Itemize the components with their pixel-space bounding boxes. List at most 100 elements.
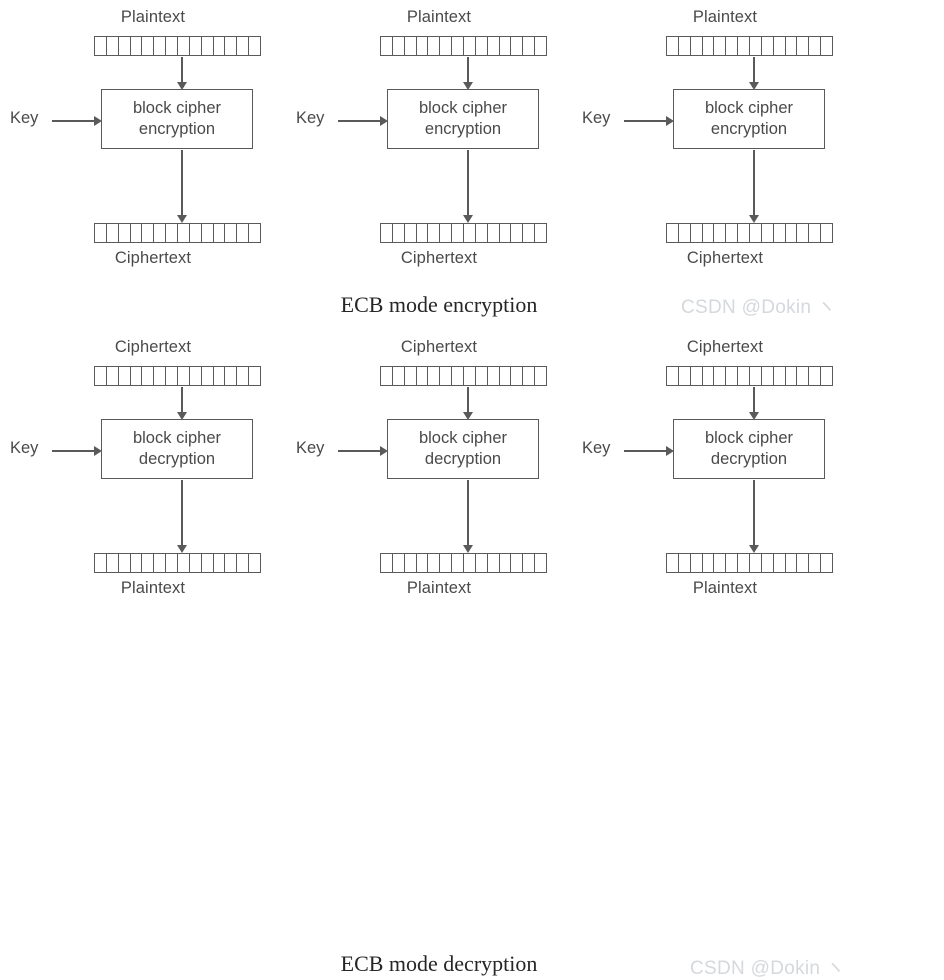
arrow-head — [748, 82, 759, 90]
block-cell — [107, 554, 119, 572]
block-cell — [738, 367, 751, 385]
block-cell — [154, 554, 167, 572]
arrow-head — [176, 412, 187, 420]
arrow-head — [666, 446, 674, 456]
block-cell — [440, 367, 453, 385]
block-cell — [476, 554, 488, 572]
block-cell — [750, 554, 762, 572]
block-cell — [142, 554, 155, 572]
block-cell — [821, 224, 832, 242]
block-cell — [214, 224, 226, 242]
block-cell — [417, 367, 429, 385]
block-cipher-box: block cipher decryption — [101, 419, 253, 479]
block-cell — [237, 224, 250, 242]
block-cell — [738, 554, 751, 572]
arrow-shaft — [753, 387, 755, 413]
input-label: Ciphertext — [686, 338, 764, 356]
arrow-shaft — [624, 450, 666, 452]
block-cell — [440, 554, 453, 572]
plaintext-block-strip — [380, 36, 547, 56]
block-cell — [142, 367, 155, 385]
encryption-pipeline-3: Plaintext Key block cipher — [580, 0, 870, 285]
block-cell — [476, 367, 488, 385]
input-label: Plaintext — [406, 8, 472, 26]
ciphertext-block-strip — [666, 223, 833, 243]
block-cell — [119, 224, 131, 242]
block-cell — [142, 37, 155, 55]
key-label: Key — [296, 439, 325, 457]
cipher-box-line-1: block cipher — [418, 429, 508, 448]
block-cell — [166, 367, 179, 385]
arrow-head — [462, 215, 473, 223]
block-cell — [703, 224, 715, 242]
arrow-head — [748, 545, 759, 553]
block-cell — [202, 554, 214, 572]
output-label: Plaintext — [120, 579, 186, 597]
block-cell — [119, 37, 131, 55]
watermark-bottom: CSDN @Dokin ヽ — [690, 958, 846, 979]
block-cell — [214, 37, 226, 55]
block-cell — [691, 224, 703, 242]
arrow-down-to-cipher-icon — [462, 57, 474, 90]
block-cipher-box: block cipher decryption — [673, 419, 825, 479]
caption-text: ECB mode encryption — [340, 292, 538, 317]
block-cell — [774, 37, 786, 55]
block-cell — [178, 367, 190, 385]
block-cell — [809, 37, 822, 55]
block-cell — [762, 367, 774, 385]
arrow-head — [666, 116, 674, 126]
arrow-shaft — [467, 387, 469, 413]
arrow-down-to-output-icon — [462, 150, 474, 224]
key-label: Key — [582, 109, 611, 127]
block-cell — [131, 224, 143, 242]
ciphertext-block-strip — [380, 223, 547, 243]
cipher-box-line-2: decryption — [710, 450, 788, 468]
block-cell — [131, 554, 143, 572]
block-cell — [714, 37, 727, 55]
block-cell — [225, 224, 238, 242]
block-cell — [488, 554, 500, 572]
block-cell — [405, 367, 417, 385]
block-cell — [679, 37, 691, 55]
block-cell — [774, 224, 786, 242]
block-cell — [786, 367, 798, 385]
cipher-box-line-1: block cipher — [132, 429, 222, 448]
key-label: Key — [296, 109, 325, 127]
block-cell — [440, 37, 453, 55]
block-cell — [762, 554, 774, 572]
block-cell — [738, 37, 751, 55]
block-cell — [703, 554, 715, 572]
ciphertext-block-strip — [94, 366, 261, 386]
block-cell — [190, 367, 202, 385]
block-cell — [142, 224, 155, 242]
decryption-pipeline-1: Ciphertext Key block cipher — [8, 330, 298, 615]
arrow-shaft — [181, 150, 183, 216]
output-label: Ciphertext — [400, 249, 478, 267]
block-cell — [511, 367, 524, 385]
block-cell — [750, 224, 762, 242]
caption-text: ECB mode decryption — [340, 951, 538, 976]
block-cell — [726, 367, 739, 385]
block-cell — [452, 224, 465, 242]
block-cell — [797, 37, 810, 55]
block-cell — [237, 554, 250, 572]
key-label: Key — [10, 109, 39, 127]
block-cell — [452, 367, 465, 385]
block-cell — [107, 367, 119, 385]
cipher-box-line-1: block cipher — [132, 99, 222, 118]
decryption-pipeline-2: Ciphertext Key block cipher — [294, 330, 584, 615]
arrow-shaft — [467, 57, 469, 83]
key-input-group: Key — [296, 437, 388, 463]
ciphertext-block-strip — [94, 223, 261, 243]
block-cell — [703, 37, 715, 55]
block-cell — [202, 367, 214, 385]
block-cell — [691, 367, 703, 385]
block-cell — [214, 554, 226, 572]
arrow-head — [462, 82, 473, 90]
arrow-right-key-icon — [338, 446, 388, 456]
block-cell — [107, 37, 119, 55]
block-cell — [762, 37, 774, 55]
block-cell — [119, 367, 131, 385]
block-cell — [679, 554, 691, 572]
arrow-shaft — [338, 450, 380, 452]
